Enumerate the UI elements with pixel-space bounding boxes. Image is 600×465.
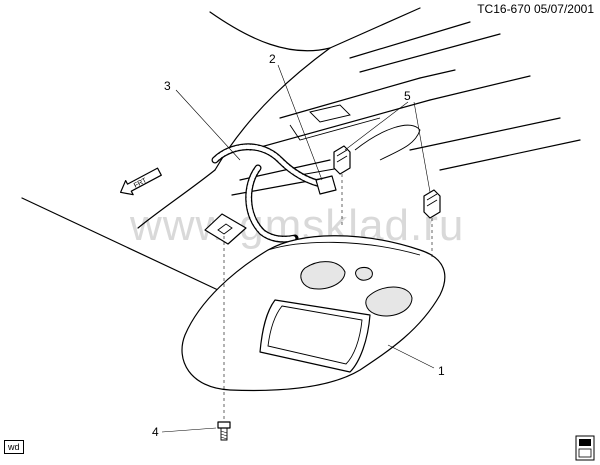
- overhead-console: [181, 235, 446, 392]
- callout-numbers: 3 2 5 1 4: [152, 52, 445, 439]
- wiring-harness: [211, 143, 329, 243]
- roof-rail-1: [349, 21, 471, 59]
- crossbar-mid-ext: [429, 75, 531, 101]
- leader-2: [277, 64, 323, 181]
- figure-code: TC16-670 05/07/2001: [477, 2, 594, 16]
- rear-rail-1: [409, 117, 561, 151]
- front-arrow: FRT: [119, 167, 162, 196]
- locator-lines: [223, 174, 433, 420]
- crossbar-top-ext: [419, 69, 456, 79]
- bracket-slot: [309, 104, 351, 123]
- figure-code-id: TC16-670: [477, 2, 531, 16]
- leader-1: [387, 344, 435, 369]
- screw: [217, 421, 231, 441]
- roof-edge-top: [209, 11, 331, 52]
- callout-5: 5: [404, 89, 411, 103]
- callout-1: 1: [438, 364, 445, 378]
- bracket-detail-1: [289, 117, 381, 141]
- electrical-connector: [315, 175, 337, 195]
- headliner-front-edge: [21, 197, 219, 291]
- dome-lamp-left: [300, 261, 346, 290]
- leader-5b: [413, 101, 431, 193]
- switch-button: [355, 267, 373, 281]
- leader-5a: [344, 101, 409, 151]
- corner-tag: wd: [4, 440, 24, 454]
- roof-edge-top-right: [329, 7, 421, 49]
- leader-3: [175, 89, 241, 161]
- crossbar-top: [279, 77, 421, 119]
- leader-4: [161, 427, 217, 433]
- roof-rail-2: [359, 33, 501, 73]
- callout-3: 3: [164, 79, 171, 93]
- callout-2: 2: [269, 52, 276, 66]
- mount-hole: [204, 213, 247, 245]
- callout-leaders: [161, 64, 435, 433]
- bracket-detail-2: [299, 167, 341, 176]
- rear-rail-2: [439, 139, 581, 171]
- windshield-edge: [137, 169, 216, 229]
- retaining-clip-rear: [423, 189, 441, 219]
- callout-4: 4: [152, 425, 159, 439]
- dome-lamp-right: [365, 286, 413, 317]
- display-bezel: [259, 299, 371, 373]
- figure-date: 05/07/2001: [533, 2, 594, 16]
- retaining-clip-front: [333, 145, 351, 175]
- gm-logo-box: [575, 435, 595, 461]
- display-screen: [267, 305, 363, 365]
- bracket-boss: [354, 124, 421, 161]
- crossbar-mid: [249, 99, 431, 151]
